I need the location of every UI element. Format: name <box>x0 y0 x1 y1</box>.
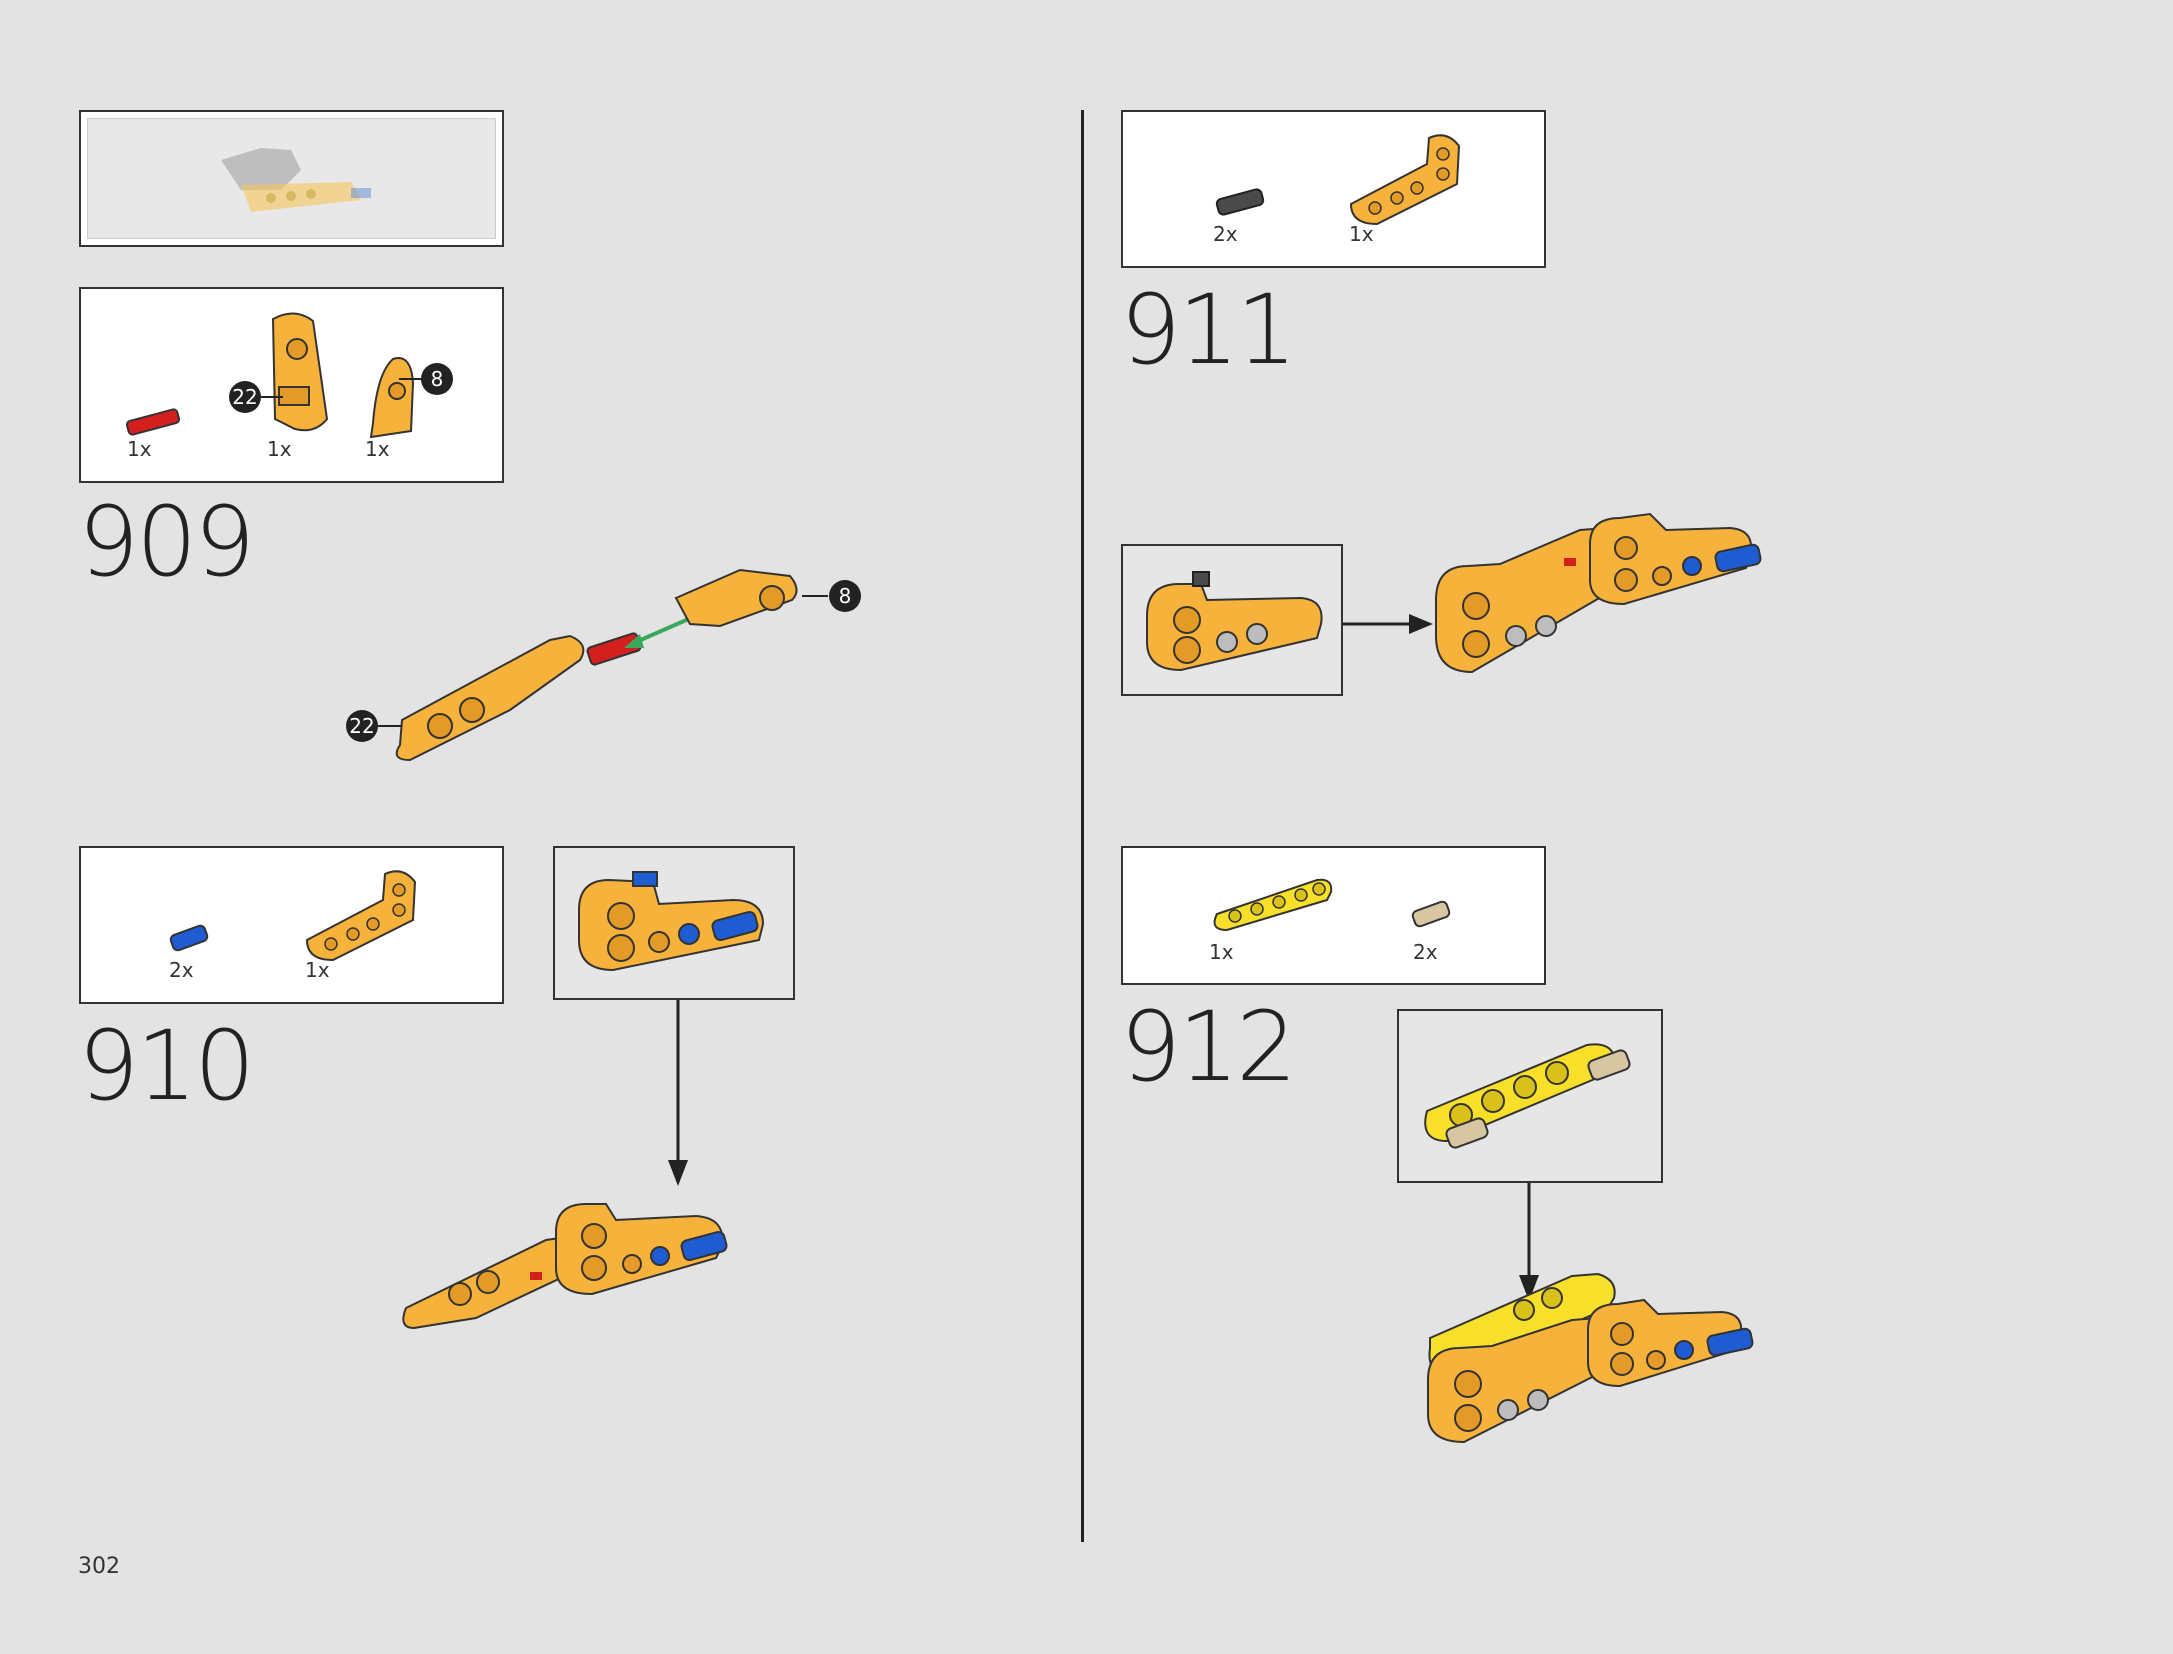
step-911-assembly-illustration <box>1435 512 1762 674</box>
step-912-parts-list: 1x 2x <box>1121 846 1546 985</box>
page-number: 302 <box>78 1554 120 1579</box>
page-divider <box>1081 110 1084 1542</box>
orange-l-beam-icon <box>1349 134 1461 226</box>
step-number-912: 912 <box>1120 991 1297 1103</box>
svg-text:8: 8 <box>839 584 852 608</box>
previous-assembly-preview <box>79 110 504 247</box>
orange-l-beam-icon <box>305 870 417 962</box>
step-909-assembly-illustration: 8 22 <box>346 568 861 762</box>
step-number-910: 910 <box>78 1010 255 1122</box>
red-axle-pin-icon <box>125 408 181 436</box>
orange-angled-connector-icon <box>271 312 329 432</box>
step-909-parts-list: 1x 22 1x 8 1x <box>79 287 504 483</box>
part-qty: 2x <box>1413 940 1438 964</box>
svg-text:8: 8 <box>431 367 444 391</box>
step-911-subassembly-callout <box>1121 544 1343 696</box>
step-911-parts-list: 2x 1x <box>1121 110 1546 268</box>
part-qty: 1x <box>267 437 292 461</box>
svg-text:22: 22 <box>232 385 257 409</box>
step-911-arrow <box>1343 614 1433 634</box>
step-910-arrow <box>668 1000 688 1186</box>
part-qty: 1x <box>1349 222 1374 246</box>
orange-beam-with-black-pins <box>1146 571 1323 672</box>
step-912-assembly-illustration <box>1427 1272 1754 1444</box>
preview-assembly-image <box>221 148 371 212</box>
black-pin-icon <box>1215 188 1265 216</box>
svg-text:22: 22 <box>349 714 374 738</box>
yellow-beam-icon <box>1213 878 1333 932</box>
step-number-911: 911 <box>1120 274 1297 386</box>
orange-connector-icon <box>369 357 415 439</box>
step-912-subassembly-callout <box>1397 1009 1663 1183</box>
callout-badge-22: 22 <box>229 381 283 413</box>
blue-pin-icon <box>169 924 209 952</box>
orange-beam-with-blue-pins <box>578 871 765 972</box>
part-qty: 1x <box>127 437 152 461</box>
callout-badge-8: 8 <box>399 363 453 395</box>
tan-pin-icon <box>1411 900 1451 928</box>
step-number-909: 909 <box>78 486 255 598</box>
part-qty: 2x <box>1213 222 1238 246</box>
part-qty: 1x <box>305 958 330 982</box>
part-qty: 1x <box>1209 940 1234 964</box>
yellow-beam-with-tan-pins <box>1424 1043 1631 1149</box>
part-qty: 1x <box>365 437 390 461</box>
part-qty: 2x <box>169 958 194 982</box>
step-910-parts-list: 2x 1x <box>79 846 504 1004</box>
step-910-subassembly-callout <box>553 846 795 1000</box>
step-912-arrow <box>1519 1183 1539 1301</box>
step-910-assembly-illustration <box>402 1203 728 1330</box>
